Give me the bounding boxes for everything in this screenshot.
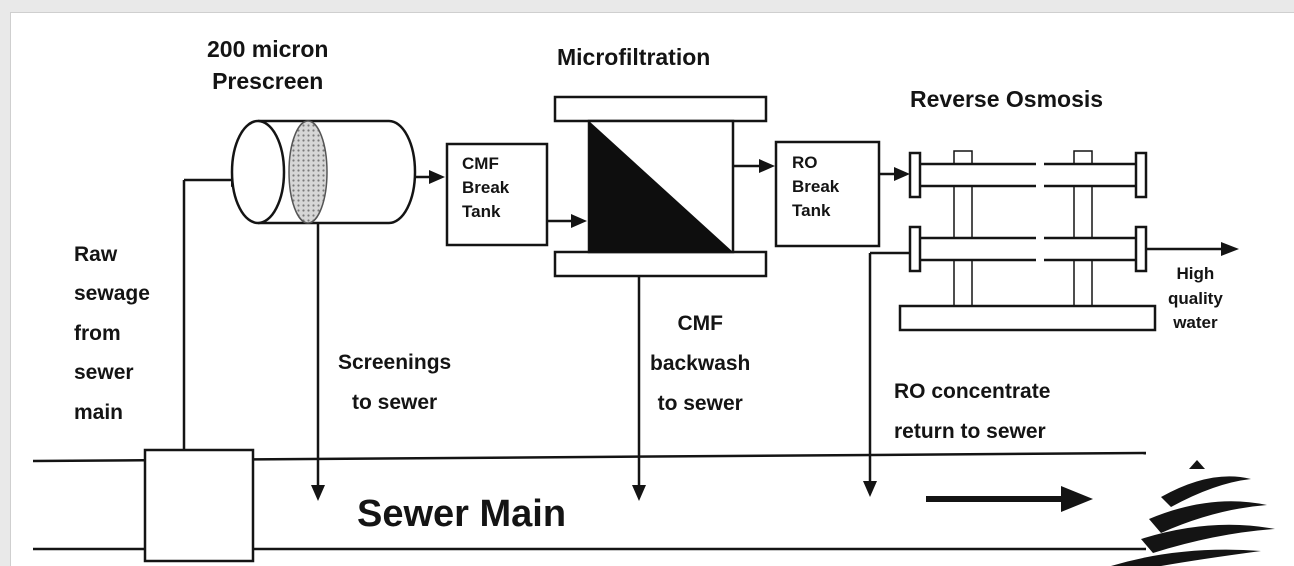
prescreen-title: 200 micron Prescreen	[207, 33, 328, 97]
screenings-label: Screenings to sewer	[338, 343, 451, 423]
permeate-output-arrow	[1146, 242, 1239, 256]
cmf-break-tank-line-1: CMF	[462, 154, 499, 173]
screenings-line-2: to sewer	[352, 390, 438, 414]
prescreen-cylinder	[230, 119, 417, 225]
cmf-break-tank-line-2: Break	[462, 178, 510, 198]
prescreen-to-cmf-arrow	[415, 170, 445, 184]
mf-to-ro-tank-arrow	[733, 159, 775, 173]
ro-break-tank-line-2: Break	[792, 177, 840, 197]
raw-sewage-line-3: from	[74, 321, 121, 345]
cmf-backwash-label: CMF backwash to sewer	[650, 304, 750, 424]
cmf-break-tank-label: CMF Break Tank	[462, 152, 509, 224]
high-quality-water-line-1: High	[1176, 264, 1215, 283]
ro-concentrate-label: RO concentrate return to sewer	[894, 372, 1050, 452]
membrane-triangle	[589, 121, 733, 252]
raw-sewage-label: Raw sewage from sewer main	[74, 235, 150, 432]
cmf-backwash-line-1: CMF	[677, 312, 723, 335]
corner-logo	[1111, 460, 1275, 566]
ro-break-tank-label: RO Break Tank	[792, 151, 839, 223]
raw-sewage-line-1: Raw	[74, 243, 118, 266]
high-quality-water-label: High quality water	[1168, 262, 1223, 336]
screenings-drain-line	[311, 223, 325, 501]
intake-box	[143, 448, 255, 563]
reverse-osmosis-modules	[898, 150, 1157, 332]
cmf-backwash-line-2: backwash	[650, 351, 751, 375]
ro-break-tank	[774, 140, 881, 248]
prescreen-title-line-1: 200 micron	[207, 36, 329, 62]
diagram-canvas	[32, 95, 1275, 566]
ro-concentrate-drain-line	[863, 251, 910, 497]
cmf-break-tank	[445, 142, 549, 247]
cmf-backwash-drain-line	[632, 276, 646, 501]
sewer-main-label: Sewer Main	[357, 493, 567, 535]
raw-sewage-line-2: sewage	[74, 282, 150, 306]
prescreen-mesh	[288, 120, 328, 224]
ro-concentrate-line-1: RO concentrate	[894, 380, 1051, 403]
microfiltration-title: Microfiltration	[557, 44, 711, 70]
screenings-line-1: Screenings	[338, 351, 452, 374]
cmf-backwash-line-3: to sewer	[657, 391, 743, 415]
high-quality-water-line-3: water	[1173, 313, 1218, 333]
cmf-break-tank-line-3: Tank	[462, 202, 501, 222]
ro-break-tank-line-1: RO	[792, 153, 818, 172]
ro-concentrate-line-2: return to sewer	[894, 419, 1046, 443]
raw-sewage-line-4: sewer	[74, 361, 134, 385]
ro-tank-to-ro-arrow	[879, 167, 910, 181]
sewer-flow-arrow	[926, 486, 1093, 512]
process-diagram: 200 micron Prescreen Microfiltration Rev…	[10, 12, 1294, 566]
raw-sewage-line-5: main	[74, 400, 124, 424]
reverse-osmosis-title: Reverse Osmosis	[910, 86, 1104, 112]
microfiltration-unit	[553, 95, 768, 278]
high-quality-water-line-2: quality	[1168, 288, 1223, 308]
cmf-tank-to-mf-arrow	[547, 214, 587, 228]
prescreen-title-line-2: Prescreen	[212, 68, 324, 95]
raw-sewage-feed-line	[182, 173, 247, 450]
ro-break-tank-line-3: Tank	[792, 201, 831, 221]
